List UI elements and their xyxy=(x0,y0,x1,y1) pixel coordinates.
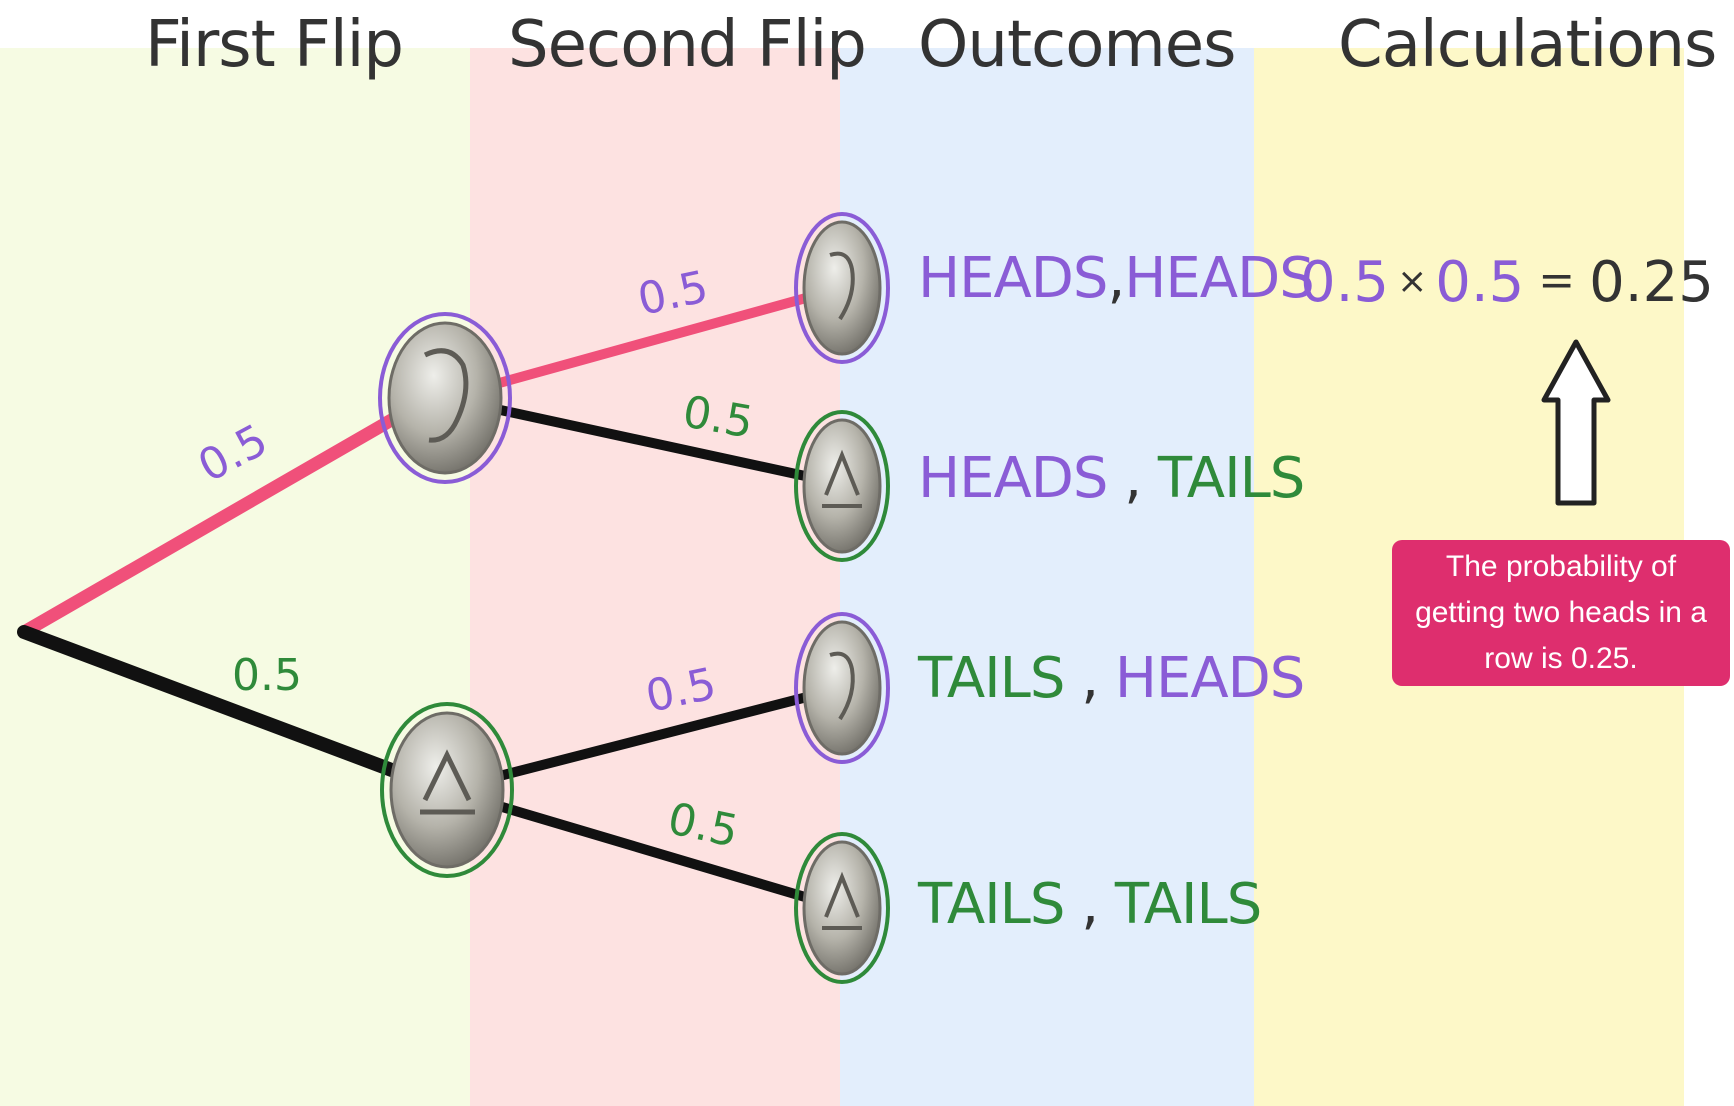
outcome-tails-tails: TAILS , TAILS xyxy=(918,872,1262,937)
header-calculations: Calculations xyxy=(1338,8,1717,82)
outcome-first: TAILS xyxy=(918,646,1065,711)
second-flip-column xyxy=(470,48,840,1106)
coin-heads-heads xyxy=(794,212,890,364)
prob-first-tails: 0.5 xyxy=(232,650,302,701)
coin-tails-heads xyxy=(794,612,890,764)
header-first-flip: First Flip xyxy=(145,8,404,82)
up-arrow-icon xyxy=(1541,339,1611,506)
outcome-second: HEADS xyxy=(1124,246,1314,311)
header-second-flip: Second Flip xyxy=(508,8,867,82)
outcomes-column xyxy=(840,48,1254,1106)
callout-text: The probability of getting two heads in … xyxy=(1415,550,1707,675)
outcome-second: TAILS xyxy=(1114,872,1262,937)
branch-tails-heads xyxy=(440,683,847,795)
outcome-tails-heads: TAILS , HEADS xyxy=(918,646,1305,711)
branch-heads-heads xyxy=(440,283,847,403)
outcome-first: HEADS xyxy=(918,446,1108,511)
calc-factor-b: 0.5 xyxy=(1435,250,1525,315)
branch-heads-tails xyxy=(440,393,847,489)
outcome-second: TAILS xyxy=(1157,446,1305,511)
calc-times-sign: × xyxy=(1397,261,1428,302)
outcome-heads-tails: HEADS , TAILS xyxy=(918,446,1305,511)
coin-first-tails xyxy=(380,702,514,878)
coin-first-heads xyxy=(378,312,512,484)
header-outcomes: Outcomes xyxy=(918,8,1236,82)
first-flip-column xyxy=(0,48,470,1106)
outcome-separator: , xyxy=(1107,246,1125,311)
outcome-separator: , xyxy=(1081,872,1099,937)
calc-factor-a: 0.5 xyxy=(1300,250,1390,315)
branch-first-heads xyxy=(17,385,447,639)
outcome-first: TAILS xyxy=(918,872,1065,937)
calc-equals-sign: = xyxy=(1538,255,1576,306)
calc-result: 0.25 xyxy=(1589,250,1714,315)
outcome-separator: , xyxy=(1124,446,1142,511)
outcome-first: HEADS xyxy=(918,246,1108,311)
outcome-heads-heads: HEADS,HEADS xyxy=(918,246,1315,311)
callout-box: The probability of getting two heads in … xyxy=(1392,540,1730,686)
branch-first-tails xyxy=(17,625,452,797)
coin-tails-tails xyxy=(794,832,890,984)
branch-tails-tails xyxy=(440,785,847,913)
outcome-second: HEADS xyxy=(1114,646,1305,711)
outcome-separator: , xyxy=(1081,646,1099,711)
calculation: 0.5×0.5 = 0.25 xyxy=(1300,250,1714,315)
coin-heads-tails xyxy=(794,410,890,562)
